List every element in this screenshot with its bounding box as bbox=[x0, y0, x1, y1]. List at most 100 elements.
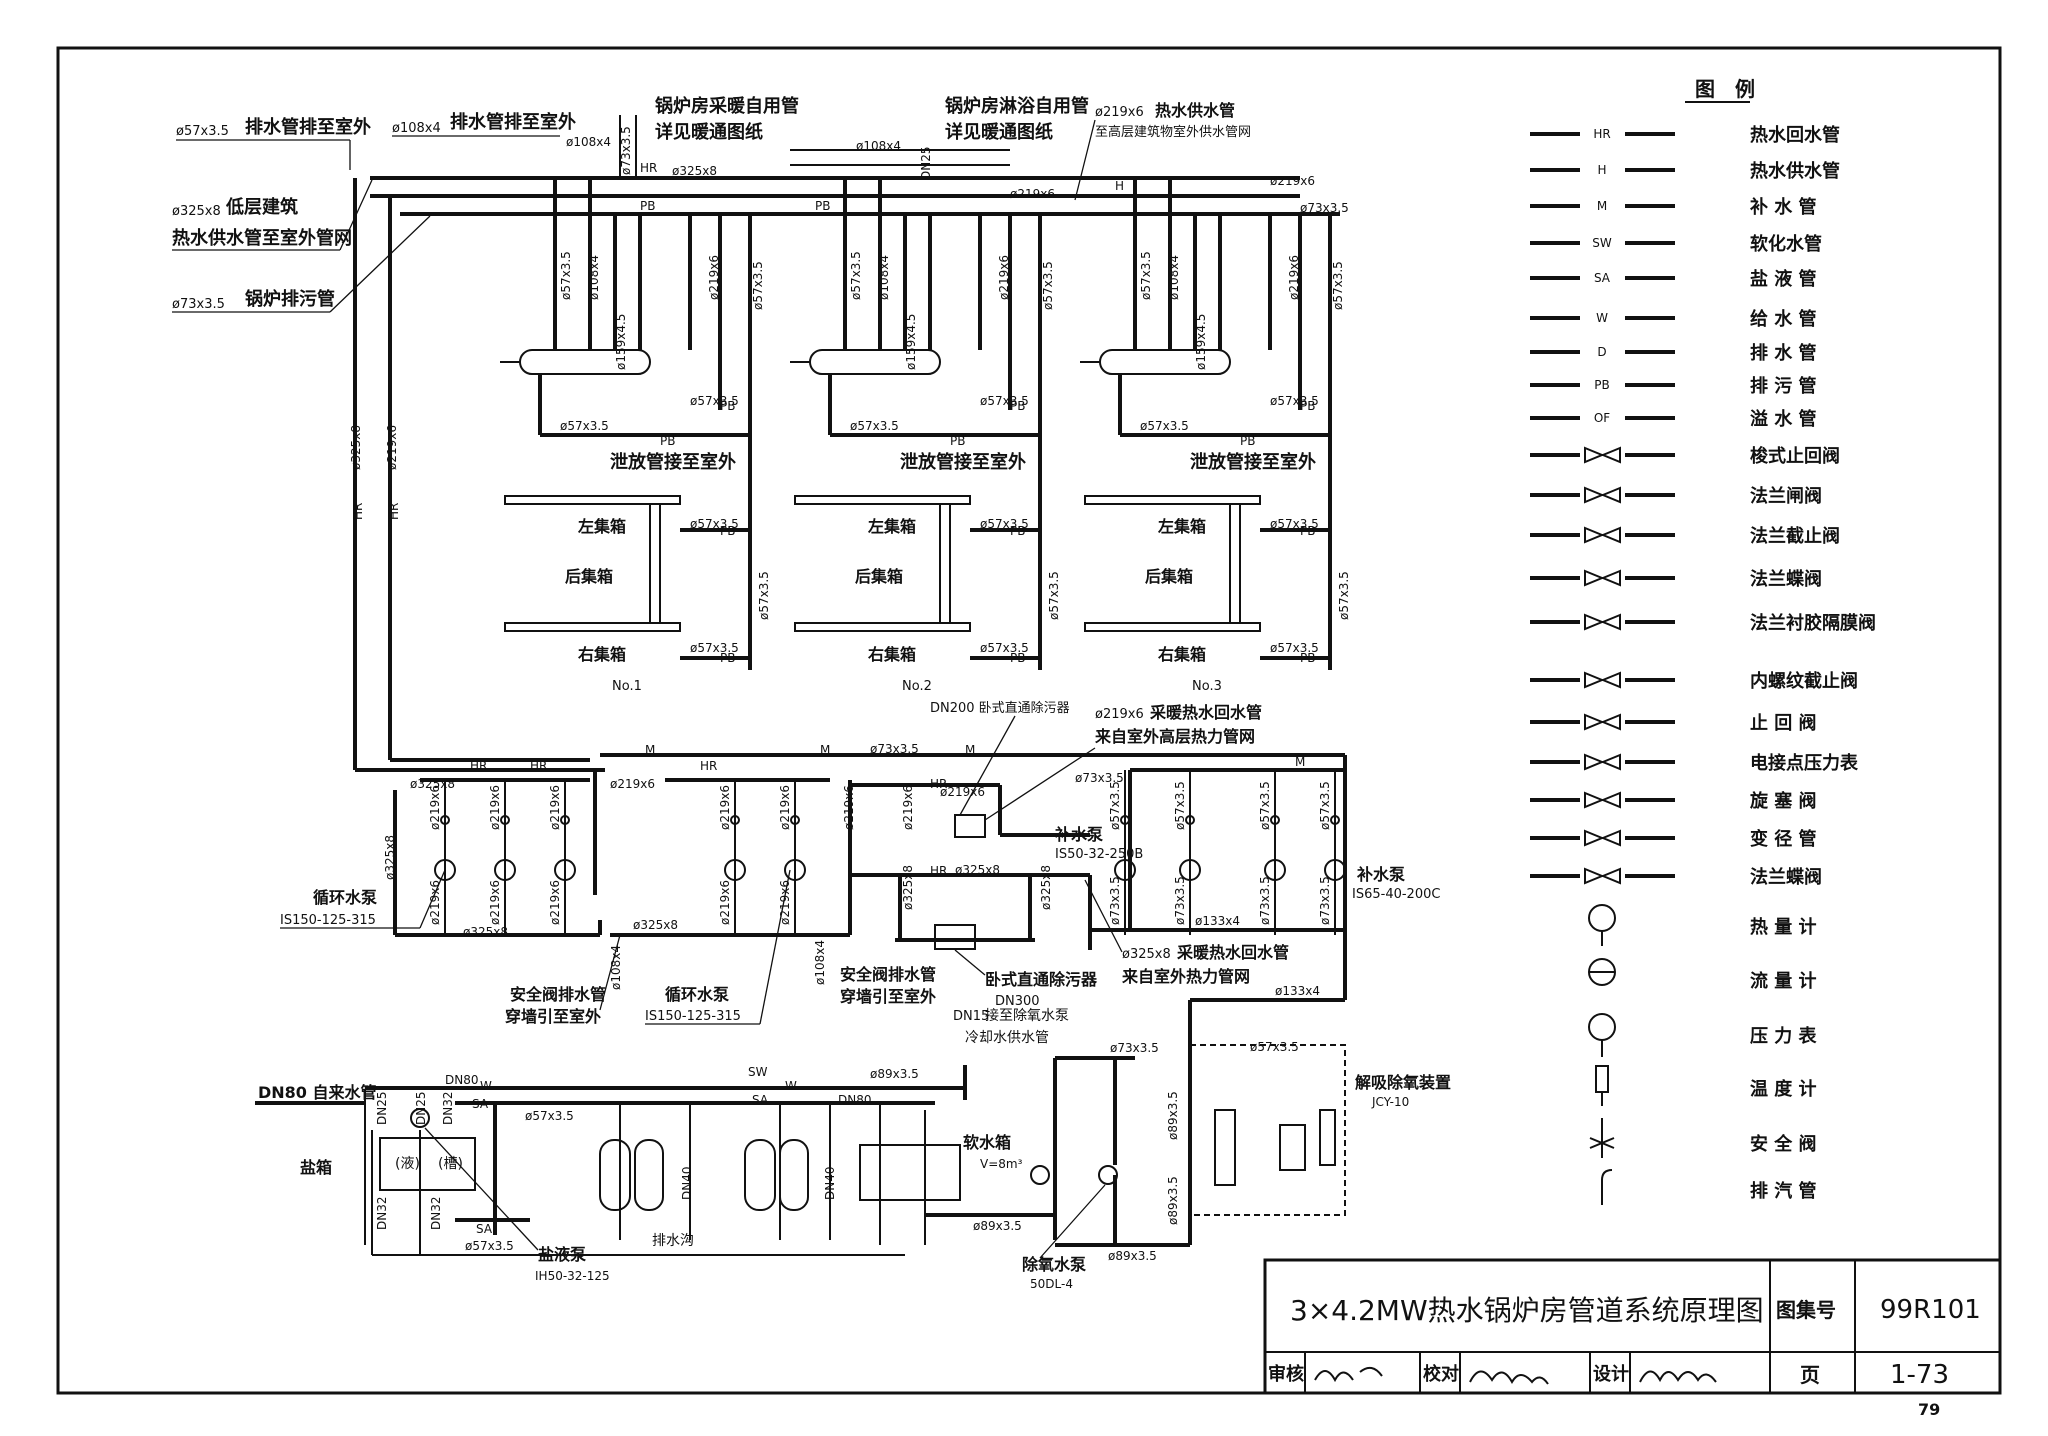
pressure-gauge-icon bbox=[1588, 1013, 1616, 1041]
sa-code-wt3: SA bbox=[476, 1222, 493, 1236]
right-collector bbox=[1084, 622, 1261, 632]
riser-dim-325: ø325x8 bbox=[349, 425, 363, 470]
valve-icon bbox=[1584, 671, 1621, 689]
dim-dn25-wt2: DN25 bbox=[414, 1092, 428, 1126]
legend-label: 电接点压力表 bbox=[1750, 752, 1859, 774]
hr-code-pr2: HR bbox=[930, 777, 947, 791]
legend-row: 热 量 计 bbox=[1588, 904, 1817, 946]
legend-title: 图 例 bbox=[1695, 77, 1755, 101]
deaerator-column bbox=[1214, 1109, 1236, 1186]
to-deaer-label: 接至除氧水泵 bbox=[985, 1007, 1069, 1024]
right-collector bbox=[794, 622, 971, 632]
boiler-dim: ø57x3.5 bbox=[1041, 261, 1055, 310]
boiler-dim: ø108x4 bbox=[1167, 255, 1181, 300]
pump-dim: ø219x6 bbox=[548, 785, 562, 830]
valve-icon bbox=[1584, 829, 1621, 847]
dim-57-wt: ø57x3.5 bbox=[525, 1109, 574, 1123]
legend-row: 内螺纹截止阀 bbox=[1530, 670, 1858, 692]
legend-row: 电接点压力表 bbox=[1530, 752, 1859, 774]
dim-89-wt4: ø89x3.5 bbox=[1166, 1091, 1180, 1140]
note-dim: ø325x8 bbox=[172, 204, 221, 219]
legend-label: 溢 水 管 bbox=[1750, 408, 1817, 430]
left-collector bbox=[794, 495, 971, 505]
boiler-dim: ø57x3.5 bbox=[757, 571, 771, 620]
atlas-number: 99R101 bbox=[1880, 1295, 1981, 1325]
header-code-hr: HR bbox=[640, 161, 657, 175]
hr-code-pr4: HR bbox=[470, 759, 487, 773]
legend-row: 温 度 计 bbox=[1595, 1065, 1817, 1106]
hr-code-pr: HR bbox=[700, 759, 717, 773]
boiler-dim: ø108x4 bbox=[877, 255, 891, 300]
dim-108: ø108x4 bbox=[566, 135, 611, 149]
left-collector-label: 左集箱 bbox=[867, 517, 916, 536]
boiler-code: PB bbox=[1010, 399, 1025, 413]
salt-pump bbox=[410, 1108, 430, 1128]
boiler-dim: ø57x3.5 bbox=[1270, 641, 1319, 655]
dim-dn25: DN25 bbox=[919, 147, 933, 181]
note-drain-out2: 排水管排至室外 bbox=[450, 111, 576, 133]
boiler-dim: ø219x6 bbox=[707, 255, 721, 300]
legend-label: 压 力 表 bbox=[1750, 1025, 1818, 1047]
pressure-gauge-icon bbox=[560, 815, 570, 825]
riser-code-hr2: HR bbox=[387, 503, 401, 520]
legend-code: W bbox=[1596, 311, 1608, 325]
dim-219-pr2: ø219x6 bbox=[940, 785, 985, 799]
water-treatment: 盐箱 (液) (槽) 软水箱 V=8m³ 解吸除氧装置 JCY-10 盐液泵 I… bbox=[255, 1007, 1451, 1291]
boiler-number: No.3 bbox=[1192, 679, 1222, 694]
softener-1 bbox=[599, 1139, 631, 1211]
legend-label: 热水回水管 bbox=[1750, 124, 1840, 146]
note-heating-1: 锅炉房采暖自用管 bbox=[655, 95, 799, 117]
note-hot-supply2: 至高层建筑物室外供水管网 bbox=[1095, 124, 1251, 140]
header-dim-219: ø219x6 bbox=[1010, 187, 1055, 201]
dim-57-wt3: ø57x3.5 bbox=[1250, 1040, 1299, 1054]
salt-box-label: 盐箱 bbox=[300, 1158, 332, 1177]
dirt-sep-bottom-label: 卧式直通除污器 bbox=[985, 970, 1098, 989]
boiler-dim: ø57x3.5 bbox=[1140, 419, 1189, 433]
note-heating-2: 详见暖通图纸 bbox=[655, 121, 763, 143]
valve-icon bbox=[1584, 486, 1621, 504]
legend-row: 梭式止回阀 bbox=[1530, 445, 1840, 467]
valve-icon bbox=[1584, 791, 1621, 809]
boiler-dim: ø57x3.5 bbox=[1337, 571, 1351, 620]
boiler-dim: ø57x3.5 bbox=[1047, 571, 1061, 620]
pressure-gauge-icon bbox=[500, 815, 510, 825]
boiler-dim: ø57x3.5 bbox=[1270, 517, 1319, 531]
boiler-code: PB bbox=[720, 651, 735, 665]
legend-label: 热 量 计 bbox=[1750, 916, 1817, 938]
boiler-drum bbox=[519, 349, 651, 375]
dim-89-wt3: ø89x3.5 bbox=[1108, 1249, 1157, 1263]
sw-code-wt: SW bbox=[748, 1065, 768, 1079]
boiler-drum bbox=[1099, 349, 1231, 375]
dim-325-pr4: ø325x8 bbox=[463, 925, 508, 939]
dim-89-wt: ø89x3.5 bbox=[870, 1067, 919, 1081]
legend-row: 排 汽 管 bbox=[1601, 1169, 1817, 1205]
circ-pump-model-1: IS150-125-315 bbox=[280, 913, 376, 928]
legend-label: 法兰衬胶隔膜阀 bbox=[1750, 612, 1876, 634]
dim-dn80b: DN80 bbox=[838, 1093, 872, 1107]
pump-symbol bbox=[1114, 859, 1136, 881]
dim-dn80: DN80 bbox=[445, 1073, 479, 1087]
dirt-sep-bottom-dim: DN300 bbox=[995, 994, 1040, 1009]
header-dim-219b: ø219x6 bbox=[1270, 174, 1315, 188]
legend-label: 法兰蝶阀 bbox=[1750, 866, 1822, 888]
pump-room: ø219x6ø219x6ø219x6ø219x6ø219x6ø219x6ø219… bbox=[280, 701, 1440, 1175]
deaerator-box bbox=[1189, 1044, 1346, 1216]
pressure-gauge-icon bbox=[730, 815, 740, 825]
deaerator-label: 解吸除氧装置 bbox=[1355, 1073, 1451, 1092]
pump-dim: ø73x3.5 bbox=[1108, 876, 1122, 925]
pressure-gauge-icon bbox=[1330, 815, 1340, 825]
legend-code: OF bbox=[1594, 411, 1610, 425]
sheet-page-number: 79 bbox=[1918, 1400, 1940, 1419]
boiler-dim: ø159x4.5 bbox=[614, 314, 628, 370]
left-collector-label: 左集箱 bbox=[577, 517, 626, 536]
makeup-pump-label-1: 补水泵 bbox=[1054, 825, 1103, 844]
legend-code: H bbox=[1597, 163, 1606, 177]
dim-325-pr6: ø325x8 bbox=[901, 865, 915, 910]
boiler-dim: ø57x3.5 bbox=[1331, 261, 1345, 310]
header-code-h: H bbox=[1115, 179, 1124, 193]
pump-symbol bbox=[1324, 859, 1346, 881]
deaer-pump-1 bbox=[1030, 1165, 1050, 1185]
legend-row: 法兰蝶阀 bbox=[1530, 568, 1822, 590]
